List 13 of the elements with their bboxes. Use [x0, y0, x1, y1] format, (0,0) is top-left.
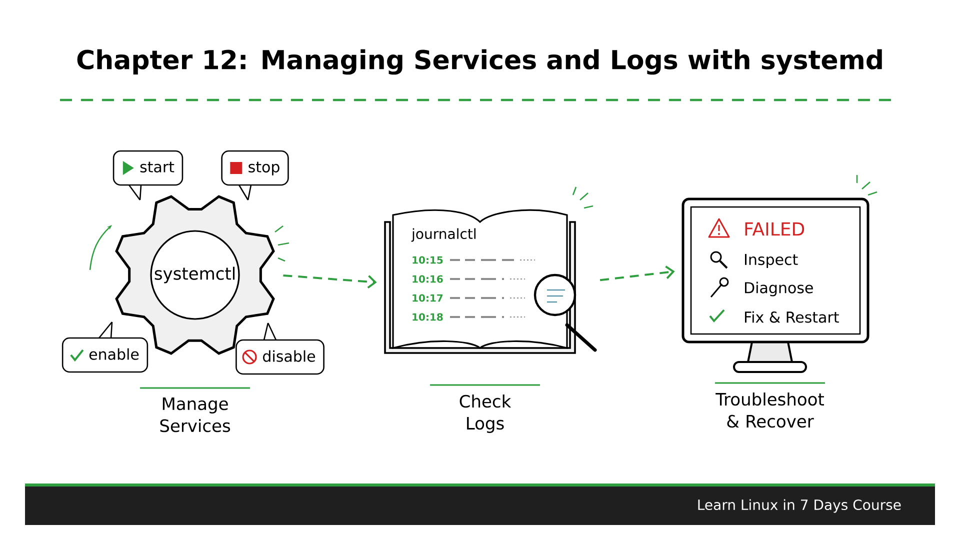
caption: Troubleshoot & Recover	[716, 392, 824, 428]
monitor-drawing: FAILED Inspect Diagnose Fix & Restart	[682, 198, 870, 373]
footer-bar: Learn Linux in 7 Days Course	[25, 484, 935, 525]
caption: Check Logs	[460, 394, 512, 433]
caption: Manage Services	[160, 398, 230, 432]
arrow	[283, 274, 377, 289]
speech-bubble: disable	[236, 322, 324, 375]
speech-bubble: start	[112, 150, 184, 200]
arrow	[600, 266, 675, 282]
speech-bubble: stop	[221, 150, 289, 200]
book-drawing: journalctl 10:15 10:16 10:17 10:18	[384, 209, 576, 354]
speech-bubble: enable	[62, 322, 148, 373]
title: Chapter 12: Managing Services and Logs with systemd	[77, 49, 882, 75]
